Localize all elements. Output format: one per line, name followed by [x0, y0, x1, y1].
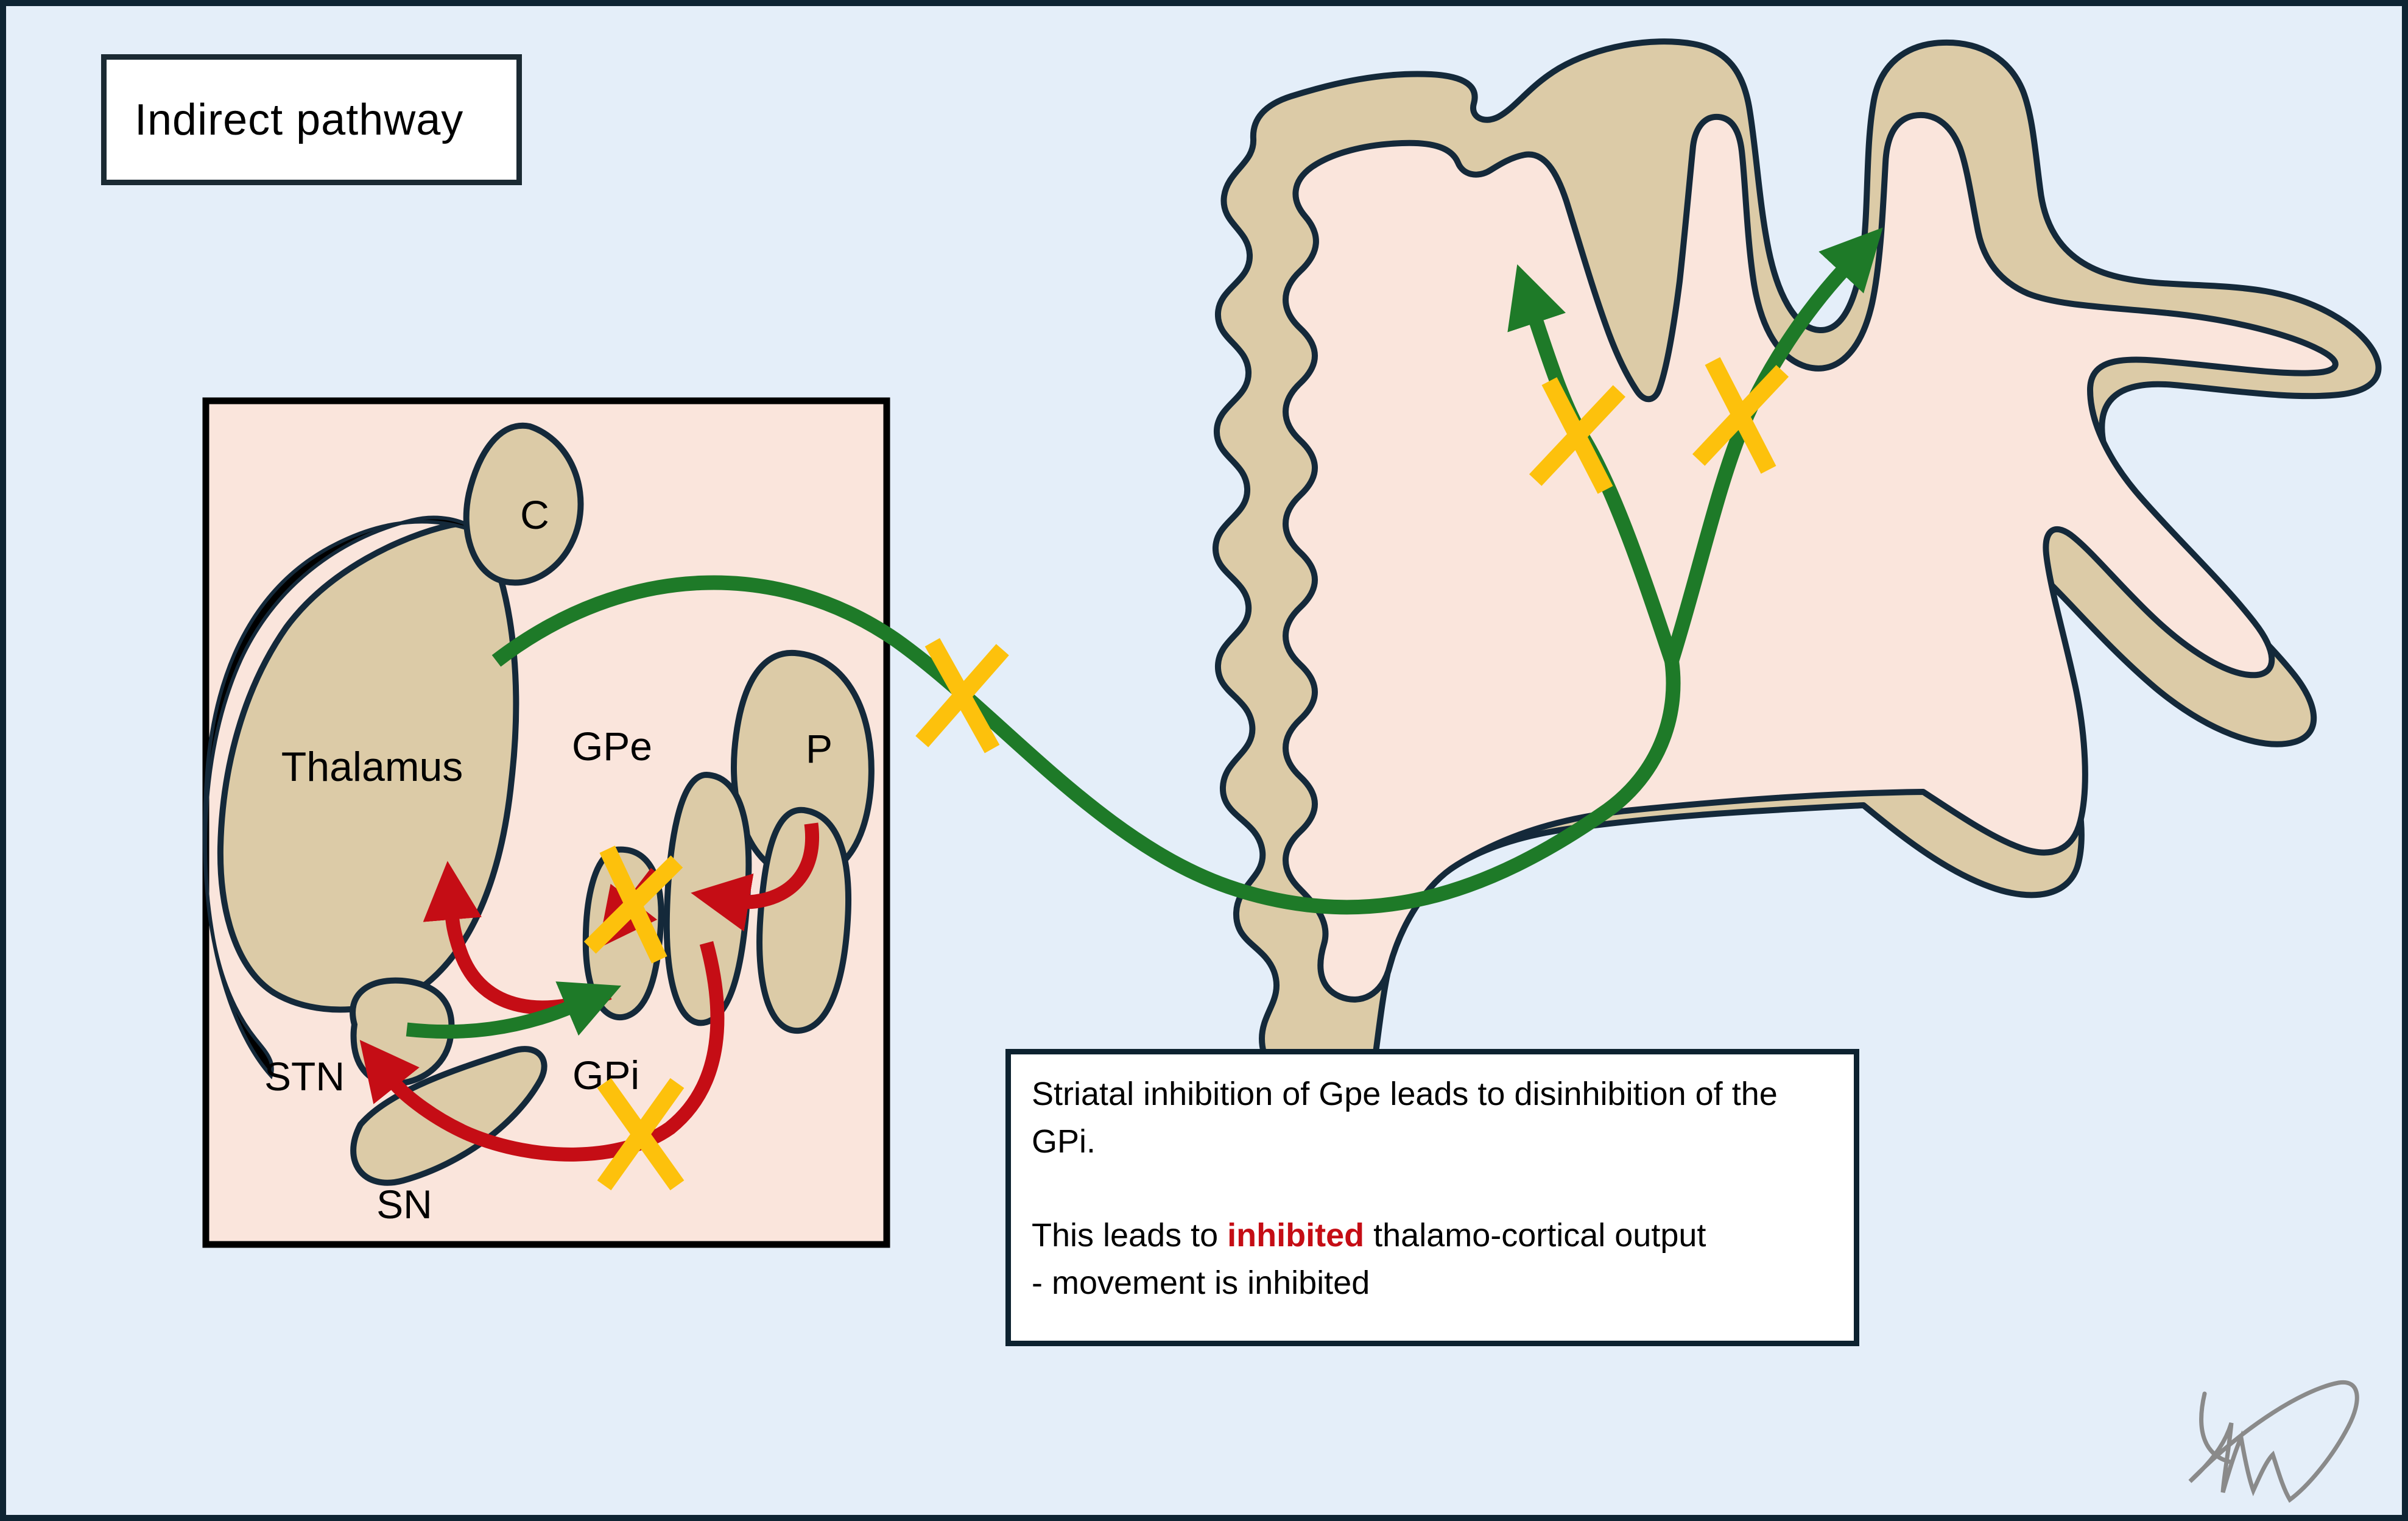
explanation-paragraph-1: Striatal inhibition of Gpe leads to disi… [1032, 1076, 1778, 1160]
explanation-p2-before: This leads to [1032, 1217, 1228, 1254]
basal-ganglia-panel: C Thalamus GPe P GPi STN SN [202, 397, 890, 1248]
caudate-shape [463, 422, 584, 586]
blocked-x-icon-thalamocortical [915, 638, 1009, 753]
thalamus-label: Thalamus [281, 744, 463, 790]
putamen-to-gpe-inhibitory-arrow [691, 822, 819, 932]
page-title: Indirect pathway [135, 95, 464, 144]
caudate-label: C [520, 492, 549, 537]
sn-shape [350, 1046, 547, 1186]
blocked-x-icon-gpe [583, 845, 683, 964]
stn-to-gpi-excitatory-arrow [406, 981, 622, 1039]
stn-label: STN [264, 1054, 345, 1099]
cortex-white-matter-shape [1283, 111, 2339, 1003]
thalamocortical-line [491, 575, 1681, 915]
cortex-cross-section [1212, 38, 2382, 1095]
blocked-x-marks [583, 357, 1789, 1191]
signature-scribble [2188, 1380, 2359, 1503]
blocked-x-icon-cortex-right [1692, 357, 1789, 474]
thalamus-crescent-shape [203, 515, 485, 1079]
gpe-label: GPe [572, 724, 652, 769]
explanation-p2-after: thalamo-cortical output [1364, 1217, 1706, 1254]
explanation-p2-inhibited: inhibited [1227, 1217, 1365, 1254]
blocked-x-icon-cortex-left [1529, 377, 1626, 494]
gpe-to-stn-inhibitory-arrow [359, 941, 725, 1162]
explanation-box: Striatal inhibition of Gpe leads to disi… [1005, 1049, 1859, 1346]
putamen-label: P [806, 726, 833, 771]
explanation-p2-line2: - movement is inhibited [1032, 1265, 1370, 1301]
explanation-paragraph-2: This leads to inhibited thalamo-cortical… [1032, 1212, 1833, 1307]
pallidum-right-lobe-shape [756, 806, 852, 1034]
title-box: Indirect pathway [101, 54, 522, 185]
pallidum-middle-lobe-shape [663, 771, 752, 1026]
blocked-x-icon-stn-path [597, 1078, 685, 1191]
sn-label: SN [376, 1182, 432, 1227]
